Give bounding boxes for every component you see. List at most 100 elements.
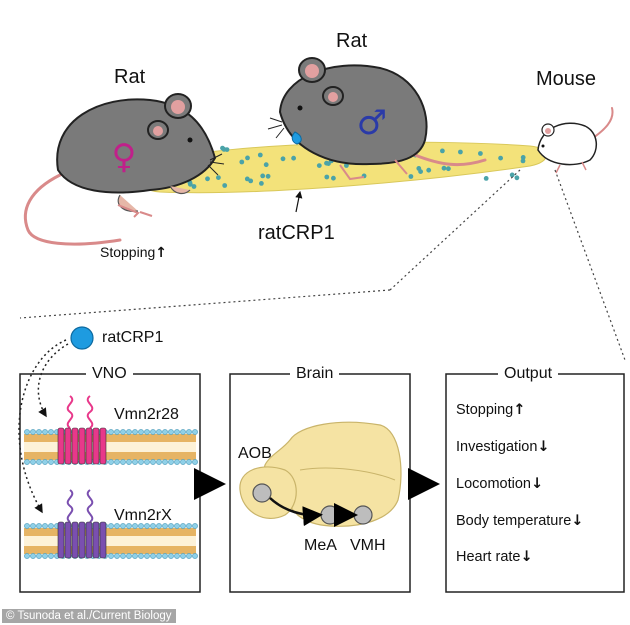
brain-panel-title: Brain (290, 365, 340, 383)
lipid-head (174, 459, 180, 465)
output-item-label: Locomotion (456, 476, 531, 492)
lipid-head (126, 523, 132, 529)
lipid-head (24, 459, 30, 465)
zoom-line-right (554, 169, 626, 361)
lipid-head (132, 429, 138, 435)
lipid-head (120, 459, 126, 465)
lipid-head (114, 429, 120, 435)
lipid-head (42, 553, 48, 559)
transmembrane-helix (71, 427, 79, 465)
scent-dot (222, 183, 228, 188)
female-symbol-icon: ♀ (112, 137, 137, 177)
lipid-head (30, 523, 36, 529)
lipid-head (36, 459, 42, 465)
scent-dot (520, 155, 526, 160)
scent-dot (344, 163, 349, 168)
lipid-head (186, 429, 192, 435)
lipid-head (48, 553, 54, 559)
scent-dot (239, 159, 245, 165)
rat-female-illustration (23, 93, 225, 246)
receptor-vmn2rx (57, 489, 107, 559)
lipid-head (186, 523, 192, 529)
ratcrp1-pointer (295, 190, 303, 213)
scent-dot (408, 174, 414, 179)
ratcrp1-legend-dot (70, 326, 94, 350)
lipid-head (114, 459, 120, 465)
lipid-head (138, 523, 144, 529)
lipid-head (168, 459, 174, 465)
scent-dot (520, 158, 526, 164)
vno-membrane-top (24, 429, 198, 465)
receptor-vmn2r28-label: Vmn2r28 (114, 406, 179, 423)
arrow-down-icon: ↓ (537, 439, 550, 455)
lipid-head (36, 429, 42, 435)
scent-dot (191, 184, 197, 189)
lipid-head (150, 459, 156, 465)
scent-dot (483, 176, 489, 181)
scent-dot (509, 172, 515, 178)
lipid-head (126, 553, 132, 559)
vmh-label: VMH (350, 537, 386, 554)
scent-dot (324, 160, 329, 166)
lipid-head (36, 523, 42, 529)
lipid-head (120, 523, 126, 529)
lipid-head (174, 429, 180, 435)
lipid-head (162, 459, 168, 465)
lipid-head (114, 523, 120, 529)
lipid-head (108, 553, 114, 559)
mouse-illustration (537, 107, 614, 174)
lipid-head (192, 429, 198, 435)
lipid-head (114, 553, 120, 559)
aob-to-mea-arrow (269, 497, 323, 527)
lipid-head (24, 429, 30, 435)
lipid-head (150, 553, 156, 559)
lipid-head (192, 459, 198, 465)
scent-dot (514, 175, 520, 181)
ratcrp1-to-vmn2rx-arrow (18, 339, 67, 514)
transmembrane-helix (99, 521, 107, 559)
male-symbol-icon: ♂ (357, 103, 387, 143)
receptor-vmn2r28 (57, 395, 107, 465)
lipid-head (150, 429, 156, 435)
lipid-head (132, 459, 138, 465)
scent-dot (280, 156, 286, 162)
transmembrane-helix (64, 521, 72, 559)
output-item-label: Heart rate (456, 549, 521, 565)
lipid-head (132, 523, 138, 529)
lipid-head (192, 553, 198, 559)
zoom-line-left (389, 169, 521, 291)
scent-dot (216, 175, 221, 181)
lipid-head (138, 429, 144, 435)
ratcrp1-trail-label: ratCRP1 (258, 222, 335, 244)
lipid-head (168, 429, 174, 435)
arrow-up-icon: ↑ (155, 245, 168, 261)
transmembrane-helix (85, 427, 93, 465)
scent-dot (316, 163, 322, 169)
rat-female-label: Rat (114, 66, 146, 88)
aob-label: AOB (238, 445, 272, 462)
ratcrp1-to-vmn2r28-arrow (37, 343, 69, 418)
scent-dot (260, 173, 266, 179)
transmembrane-helix (57, 521, 65, 559)
lipid-head (186, 459, 192, 465)
output-item: Locomotion↓ (456, 476, 543, 492)
lipid-head (156, 553, 162, 559)
image-credit: © Tsunoda et al./Current Biology (2, 609, 176, 623)
output-item: Heart rate↓ (456, 549, 533, 565)
lipid-head (162, 429, 168, 435)
scent-dot (205, 176, 210, 182)
lipid-head (192, 523, 198, 529)
lipid-head (144, 429, 150, 435)
transmembrane-helix (78, 427, 86, 465)
transmembrane-helix (71, 521, 79, 559)
transmembrane-helix (78, 521, 86, 559)
scent-dot (244, 176, 250, 182)
transmembrane-helix (64, 427, 72, 465)
stopping-label: Stopping↑ (100, 244, 167, 261)
lipid-head (156, 523, 162, 529)
lipid-head (180, 523, 186, 529)
transmembrane-helix (99, 427, 107, 465)
arrow-down-icon: ↓ (520, 549, 533, 565)
lipid-head (144, 523, 150, 529)
scent-dot (331, 175, 336, 181)
